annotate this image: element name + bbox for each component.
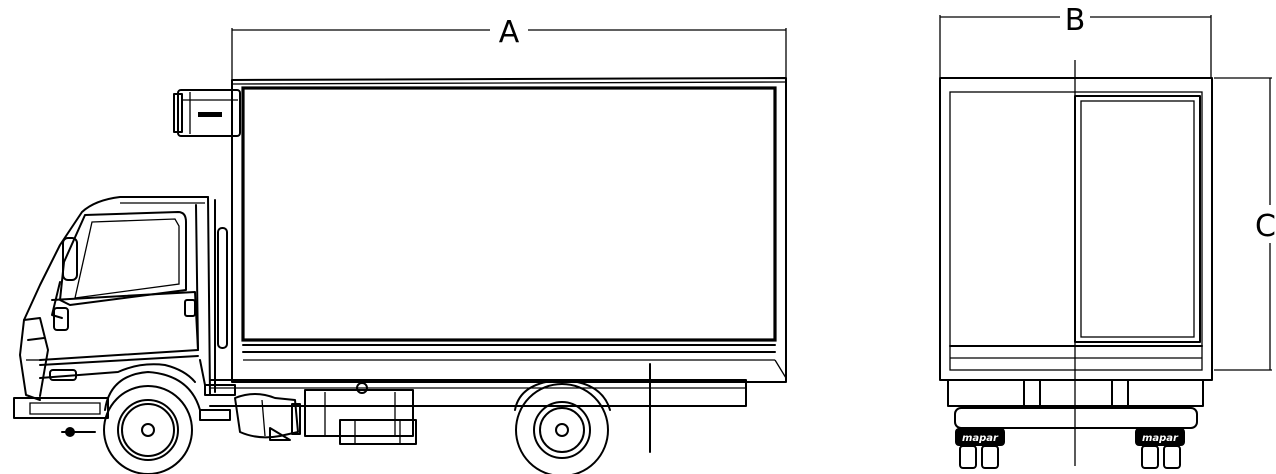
chassis (209, 379, 747, 445)
refrigeration-unit (173, 89, 241, 137)
truck-cab (13, 196, 236, 437)
rear-box (939, 60, 1213, 466)
mudflap-brand-right: mapar (1142, 433, 1179, 444)
dimension-c: C (1214, 77, 1276, 371)
dimension-b: B (939, 3, 1212, 78)
dimension-label-a: A (499, 15, 520, 50)
rear-wheel (514, 379, 611, 474)
mudflap-brand-left: mapar (962, 433, 999, 444)
front-wheel (103, 371, 201, 474)
mudflap-right (1135, 428, 1185, 446)
dimension-a: A (231, 15, 787, 95)
side-view: A (13, 15, 787, 474)
rear-view: B C map (939, 3, 1276, 469)
cargo-box (231, 77, 787, 453)
rear-chassis: mapar mapar (947, 379, 1204, 469)
mudflap-left (955, 428, 1005, 446)
dimension-label-b: B (1065, 3, 1086, 38)
dimension-label-c: C (1255, 209, 1276, 244)
